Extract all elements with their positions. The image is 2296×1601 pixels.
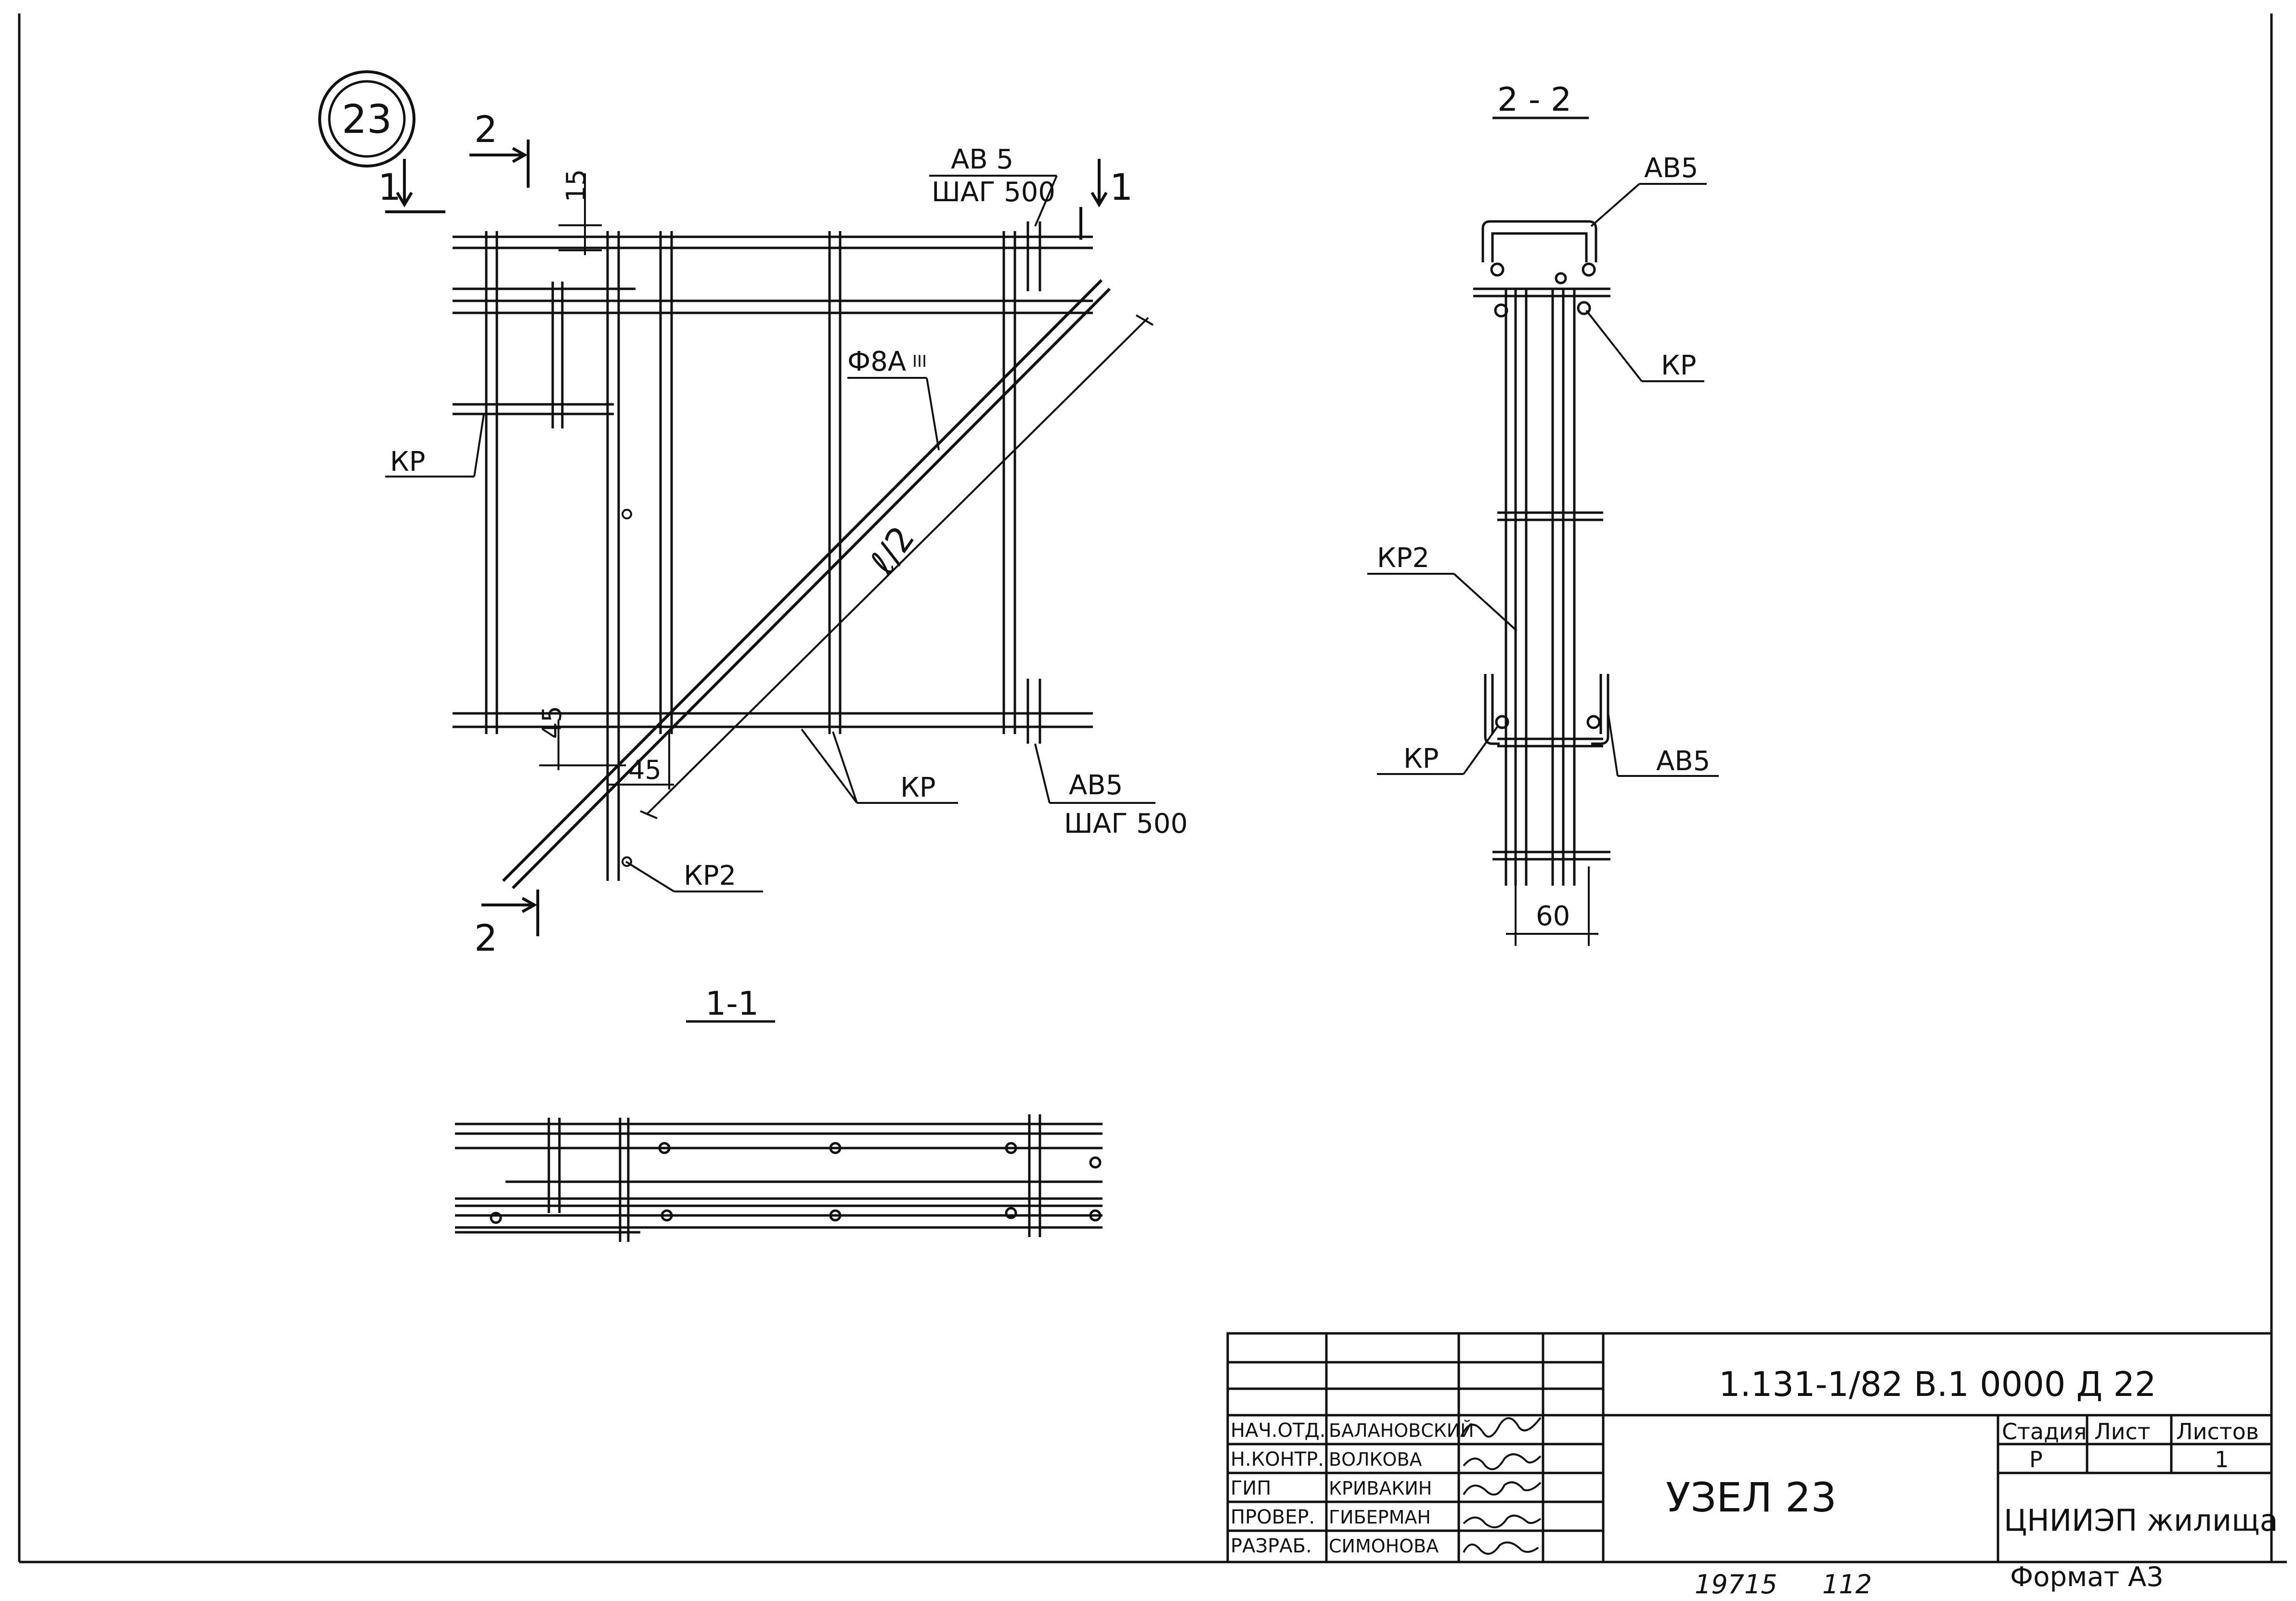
dimension-45-horizontal	[607, 732, 674, 789]
dimension-15-text: 15	[561, 169, 591, 202]
section-22-drawing	[1473, 220, 1610, 886]
section-22-kp2: КР2	[1377, 542, 1429, 574]
cut-1-marker-right	[1079, 159, 1108, 240]
ab5-bottom-step: ШАГ 500	[1064, 808, 1188, 839]
title-block-organization: ЦНИИЭП жилища	[2004, 1503, 2278, 1538]
ab5-top-step: ШАГ 500	[932, 177, 1055, 208]
signatory-name: ВОЛКОВА	[1329, 1449, 1422, 1470]
signatory-row: РАЗРАБ. СИМОНОВА	[1231, 1535, 1439, 1557]
phi-label: Ф8А	[847, 346, 906, 377]
signatory-name: СИМОНОВА	[1329, 1536, 1439, 1557]
half-span-dimension	[640, 314, 1154, 819]
title-block-stage-header: Стадия	[2002, 1419, 2087, 1445]
kp2-label: КР2	[684, 860, 736, 891]
plan-horizontal-bars	[453, 235, 1093, 728]
signatory-role: Н.КОНТР.	[1231, 1448, 1324, 1471]
section-22-ab5-top: AB5	[1644, 153, 1698, 184]
section-22-kp-top: КР	[1661, 350, 1697, 381]
section-22-kp-bottom: КР	[1403, 743, 1439, 775]
node-mark-text: 23	[342, 97, 392, 142]
node-mark: 23	[318, 70, 415, 168]
signatory-role: РАЗРАБ.	[1231, 1535, 1312, 1557]
signatory-role: ГИП	[1231, 1477, 1271, 1499]
title-block-frame	[1226, 1332, 2273, 1563]
signatory-name: КРИВАКИН	[1329, 1478, 1432, 1499]
section-22-kp2-leader	[1367, 573, 1518, 632]
signatory-row: НАЧ.ОТД. БАЛАНОВСКИЙ	[1231, 1420, 1474, 1442]
ab5-bottom-label: AB5	[1069, 770, 1123, 801]
section-22-ab5-bottom-leader	[1607, 712, 1719, 777]
footer-archive-number: 19715	[1695, 1569, 1777, 1600]
title-block-sheets-header: Листов	[2176, 1419, 2259, 1445]
signatory-row: ПРОВЕР. ГИБЕРМАН	[1231, 1506, 1431, 1528]
handwritten-signatures	[1460, 1417, 1542, 1555]
phi-leader	[847, 377, 940, 451]
section-22-kp-top-leader	[1585, 310, 1704, 382]
cut-2-marker-bottom	[481, 890, 539, 936]
cut-1-marker-left	[385, 159, 445, 213]
section-22-title: 2 - 2	[1497, 81, 1571, 119]
kp-left-leader	[385, 413, 485, 478]
title-block-stage-value: Р	[2029, 1446, 2043, 1472]
plan-vertical-bars	[485, 221, 1041, 881]
cut-1-label-left: 1	[378, 166, 401, 208]
footer-format: Формат А3	[2010, 1562, 2164, 1593]
cut-1-label-right: 1	[1110, 166, 1133, 208]
dimension-45-vertical-text: 45	[537, 706, 567, 739]
section-11-title: 1-1	[705, 985, 759, 1023]
signatory-name: БАЛАНОВСКИЙ	[1329, 1420, 1474, 1441]
plan-small-circles	[622, 509, 632, 867]
section-22-ab5-top-leader	[1590, 183, 1707, 227]
cut-2-marker-top	[469, 140, 530, 188]
sheet-frame	[18, 13, 2287, 1563]
kp2-leader	[625, 861, 763, 892]
title-block-sheet-header: Лист	[2094, 1419, 2151, 1445]
cut-2-label-top: 2	[474, 108, 497, 151]
signatory-row: ГИП КРИВАКИН	[1231, 1477, 1432, 1499]
signatory-row: Н.КОНТР. ВОЛКОВА	[1231, 1448, 1422, 1471]
kp-left-label: КР	[390, 446, 426, 478]
signatory-role: ПРОВЕР.	[1231, 1506, 1315, 1528]
kp-bottom-label: КР	[900, 772, 936, 803]
section-22-dimension-60-text: 60	[1536, 901, 1570, 932]
signatory-role: НАЧ.ОТД.	[1231, 1420, 1325, 1442]
title-block-designation: 1.131-1/82 В.1 0000 Д 22	[1719, 1365, 2156, 1404]
footer-archive-sheet: 112	[1822, 1569, 1872, 1600]
section-22-dimension-60	[1506, 866, 1598, 946]
ab5-bottom-leader	[1034, 743, 1155, 804]
dimension-45-vertical	[539, 720, 626, 770]
dimension-45-horizontal-text: 45	[628, 755, 662, 785]
section-22-kp-bottom-leader	[1377, 726, 1498, 775]
dimension-15	[558, 173, 602, 255]
diagonal-bar	[502, 279, 1111, 890]
ab5-top-label: AB 5	[951, 144, 1013, 175]
ab5-top-leader	[929, 175, 1058, 227]
title-block-sheet-name: УЗЕЛ 23	[1666, 1474, 1837, 1521]
phi-class-label: III	[912, 352, 927, 371]
cut-2-label-bottom: 2	[474, 917, 497, 959]
signatory-name: ГИБЕРМАН	[1329, 1507, 1431, 1528]
kp-bottom-leader	[801, 728, 958, 804]
section-22-ab5-bottom: AB5	[1656, 746, 1710, 777]
title-block-sheets-value: 1	[2215, 1446, 2229, 1472]
section-11-drawing	[455, 1114, 1103, 1242]
